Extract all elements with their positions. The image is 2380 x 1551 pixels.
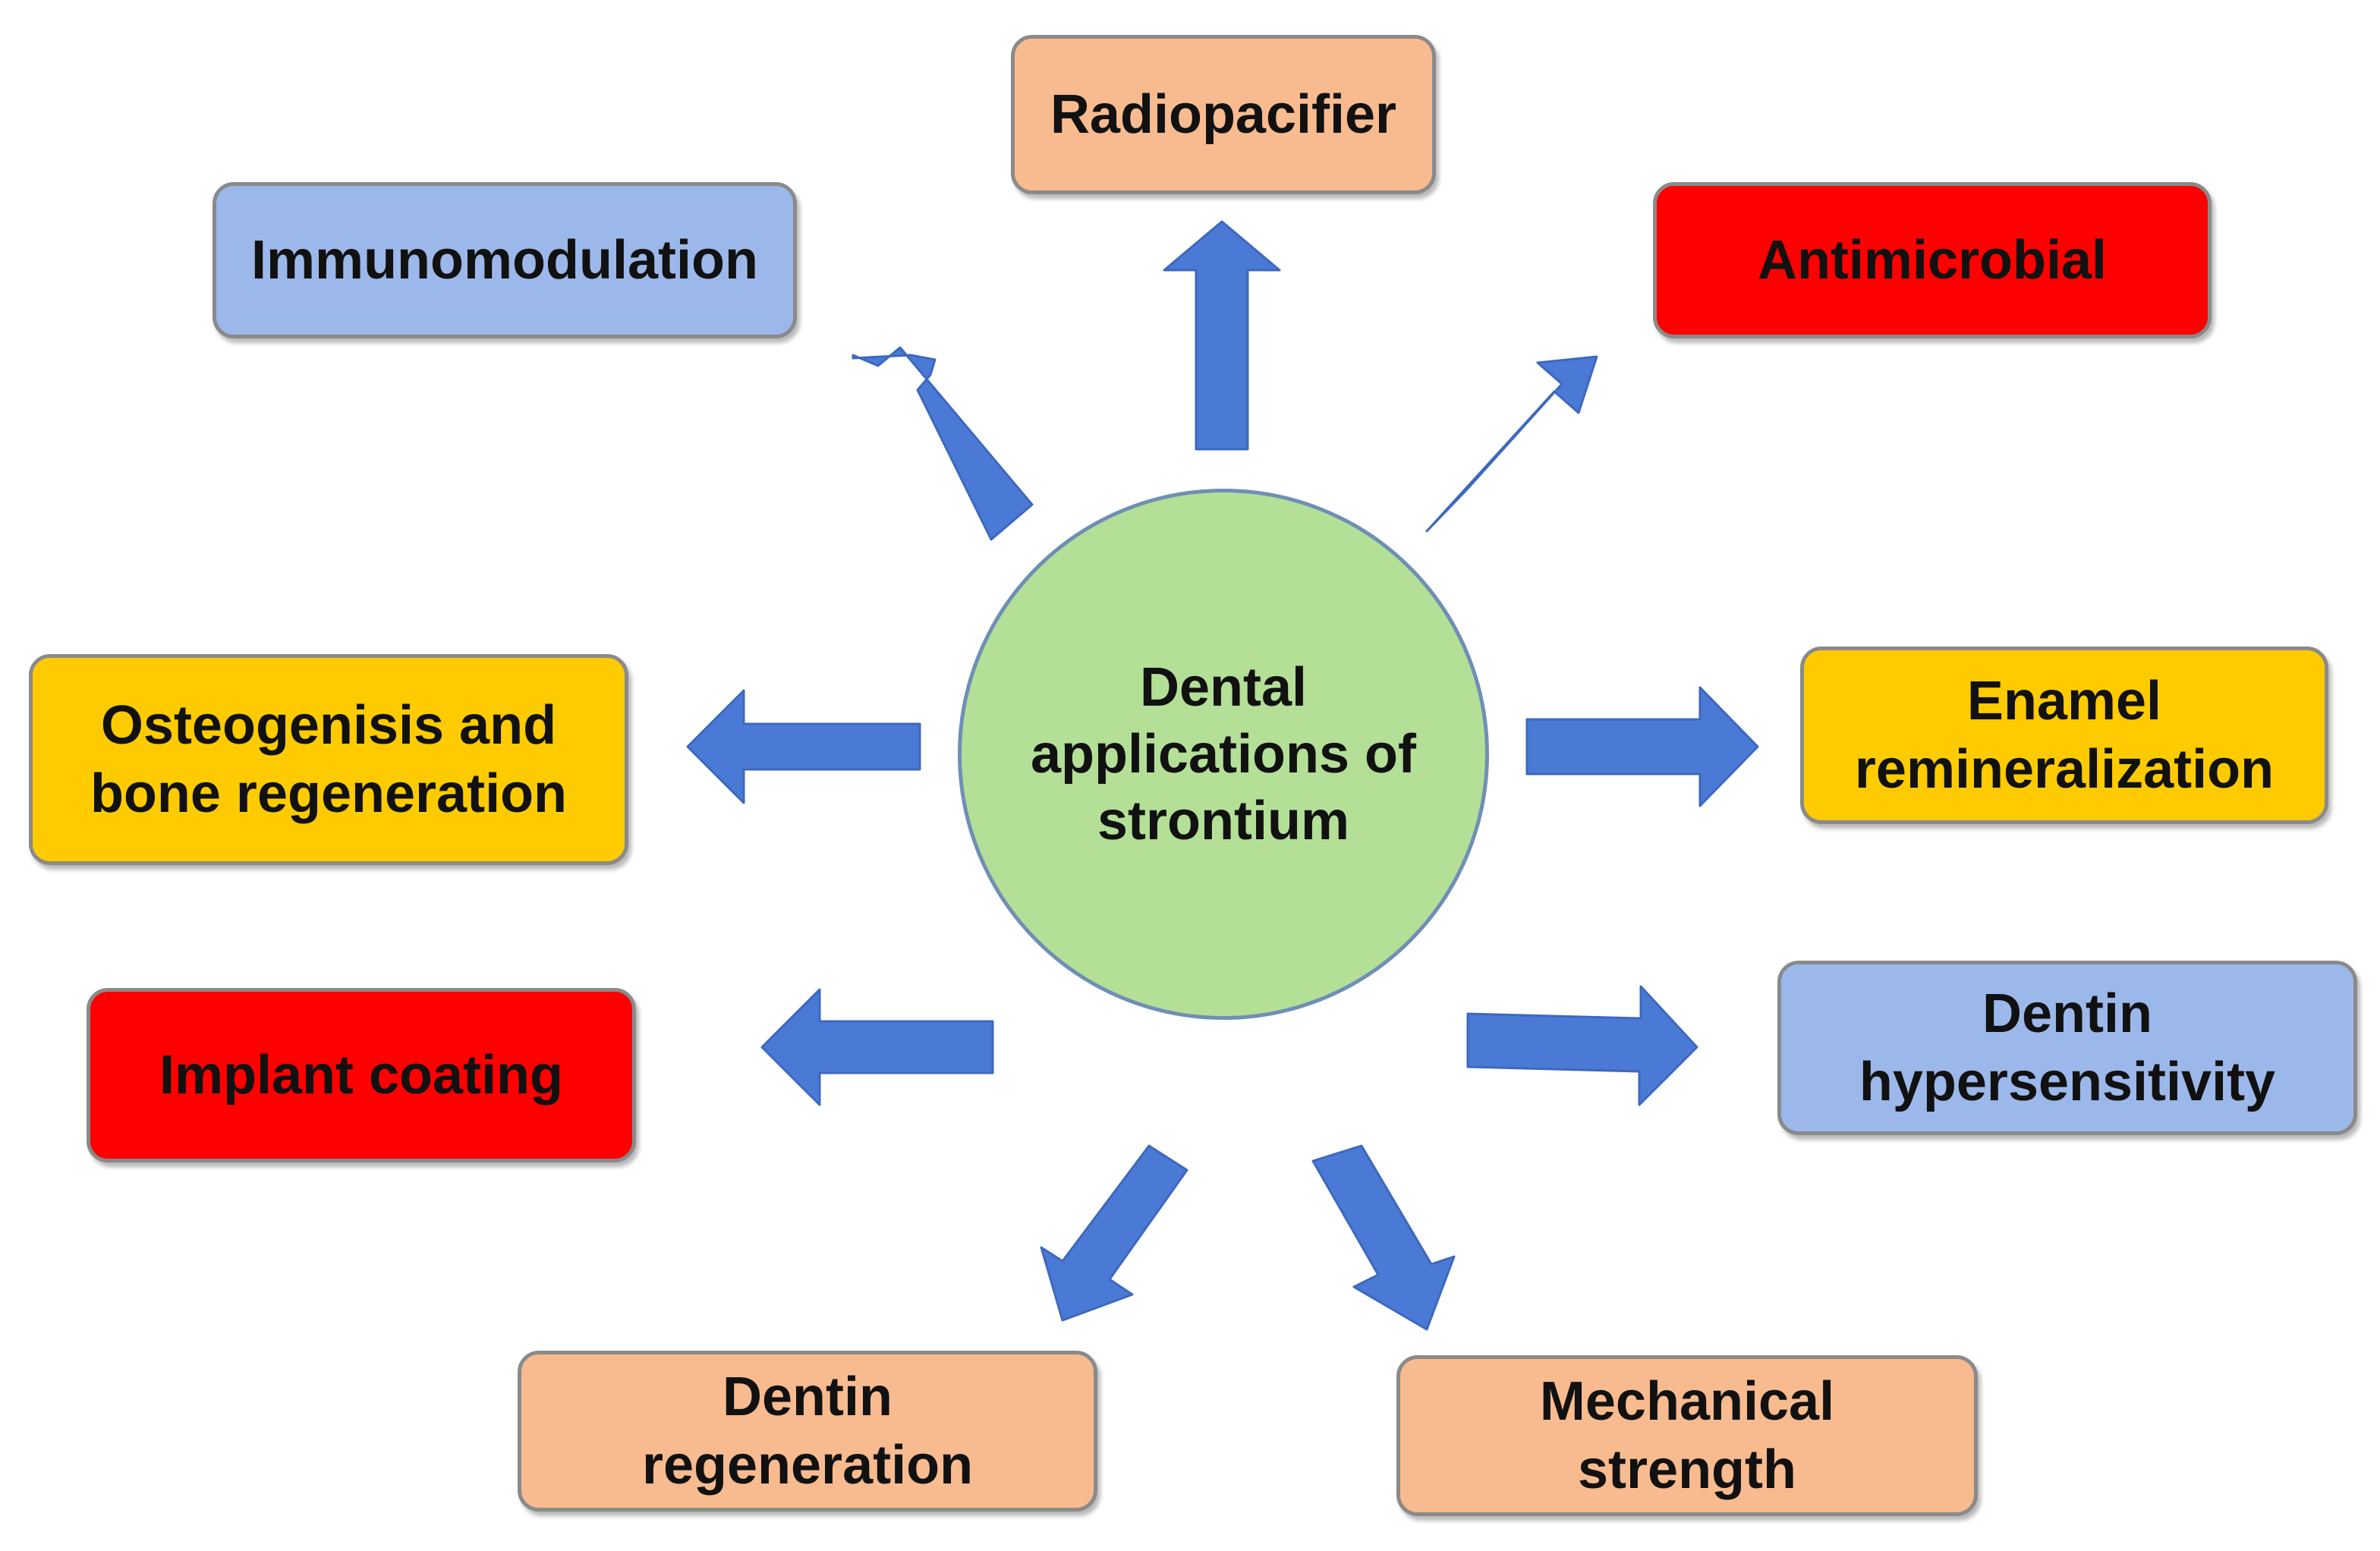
node-label: Mechanical strength: [1539, 1371, 1835, 1500]
node-label: Dentin hypersensitivity: [1859, 983, 2276, 1112]
node-label: Enamel remineralization: [1854, 671, 2275, 800]
arrow-to-osteogenesis: [686, 689, 921, 804]
arrow-to-dentin-regeneration: [1040, 1144, 1188, 1322]
node-antimicrobial: Antimicrobial: [1653, 182, 2212, 338]
node-osteogenesis: Osteogenisis and bone regeneration: [29, 654, 628, 865]
arrow-to-radiopacifier: [1163, 220, 1281, 451]
center-topic-label: Dental applications of strontium: [1030, 657, 1417, 851]
arrow-to-dentin-hypersensitivity: [1466, 985, 1698, 1106]
node-label: Immunomodulation: [251, 230, 758, 291]
arrow-to-implant-coating: [760, 988, 994, 1106]
node-immunomodulation: Immunomodulation: [212, 182, 797, 338]
node-label: Implant coating: [159, 1045, 564, 1106]
arrow-to-enamel: [1525, 686, 1759, 807]
node-label: Osteogenisis and bone regeneration: [90, 695, 568, 824]
node-dentin-regeneration: Dentin regeneration: [518, 1351, 1097, 1512]
center-topic-circle: Dental applications of strontium: [958, 489, 1489, 1020]
node-dentin-hypersensitivity: Dentin hypersensitivity: [1777, 961, 2357, 1135]
arrow-to-antimicrobial: [1425, 355, 1598, 533]
node-radiopacifier: Radiopacifier: [1011, 35, 1436, 194]
arrow-to-mechanical-strength: [1311, 1144, 1456, 1331]
node-mechanical-strength: Mechanical strength: [1396, 1355, 1978, 1516]
node-label: Radiopacifier: [1050, 84, 1397, 145]
node-enamel-remineralization: Enamel remineralization: [1800, 647, 2328, 824]
arrow-to-immunomodulation: [852, 346, 1034, 541]
node-label: Antimicrobial: [1757, 230, 2108, 291]
node-label: Dentin regeneration: [641, 1367, 974, 1496]
node-implant-coating: Implant coating: [87, 988, 636, 1162]
